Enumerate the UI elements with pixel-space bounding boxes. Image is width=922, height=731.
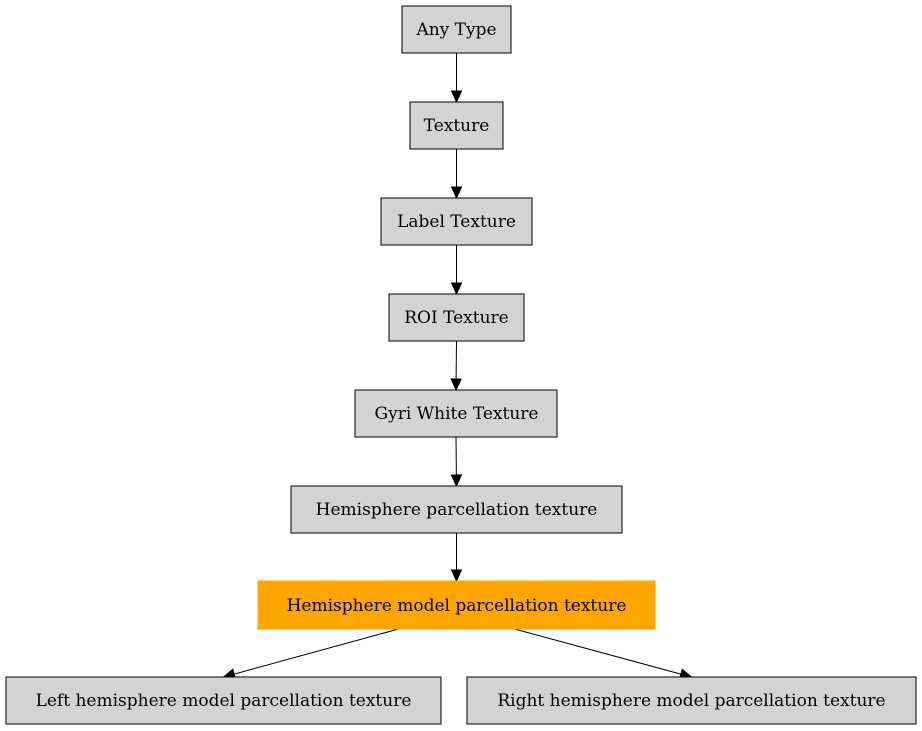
arrowhead-icon <box>450 90 463 104</box>
node-gyri-white-texture-label: Gyri White Texture <box>375 404 539 424</box>
node-hemisphere-model-parcellation-texture: Hemisphere model parcellation texture <box>257 580 656 630</box>
edge-line <box>514 628 682 675</box>
node-gyri-white-texture-box <box>354 389 558 438</box>
node-hemisphere-parcellation-texture-label: Hemisphere parcellation texture <box>316 500 598 520</box>
edge-hemisphere_parcellation_texture-to-hemisphere_model_parcellation_texture <box>450 533 463 583</box>
node-texture-box <box>409 101 504 150</box>
node-texture-label: Texture <box>424 116 490 136</box>
edge-any_type-to-texture <box>450 53 463 104</box>
node-right-hemisphere-model-parcellation-texture-box <box>466 676 917 725</box>
node-left-hemisphere-model-parcellation-texture-box <box>5 676 442 725</box>
node-any-type-label: Any Type <box>415 20 496 40</box>
edge-gyri_white_texture-to-hemisphere_parcellation_texture <box>450 436 463 488</box>
node-gyri-white-texture: Gyri White Texture <box>354 389 558 438</box>
node-hemisphere-model-parcellation-texture-box <box>257 580 656 630</box>
node-left-hemisphere-model-parcellation-texture-label: Left hemisphere model parcellation textu… <box>36 691 412 711</box>
edge-label_texture-to-roi_texture <box>450 245 463 296</box>
node-hemisphere-parcellation-texture: Hemisphere parcellation texture <box>290 485 623 534</box>
node-hemisphere-parcellation-texture-box <box>290 485 623 534</box>
node-right-hemisphere-model-parcellation-texture-label: Right hemisphere model parcellation text… <box>497 691 885 711</box>
edge-roi_texture-to-gyri_white_texture <box>450 340 462 392</box>
node-label-texture-box <box>380 197 533 246</box>
edge-texture-to-label_texture <box>450 149 463 200</box>
node-label-texture: Label Texture <box>380 197 533 246</box>
edges-layer <box>222 53 693 680</box>
node-roi-texture: ROI Texture <box>388 293 525 342</box>
node-right-hemisphere-model-parcellation-texture: Right hemisphere model parcellation text… <box>466 676 917 725</box>
arrowhead-icon <box>450 186 463 200</box>
node-texture: Texture <box>409 101 504 150</box>
arrowhead-icon <box>450 378 462 392</box>
edge-hemisphere_model_parcellation_texture-to-left_hemisphere_model_parcellation_texture <box>222 628 399 680</box>
node-roi-texture-box <box>388 293 525 342</box>
node-any-type: Any Type <box>401 5 512 54</box>
node-left-hemisphere-model-parcellation-texture: Left hemisphere model parcellation textu… <box>5 676 442 725</box>
node-roi-texture-label: ROI Texture <box>404 308 509 328</box>
arrowhead-icon <box>450 474 463 488</box>
node-label-texture-label: Label Texture <box>397 212 516 232</box>
edge-hemisphere_model_parcellation_texture-to-right_hemisphere_model_parcellation_texture <box>514 628 693 680</box>
edge-line <box>233 628 399 675</box>
arrowhead-icon <box>450 569 463 583</box>
node-hemisphere-model-parcellation-texture-label: Hemisphere model parcellation texture <box>287 596 627 616</box>
arrowhead-icon <box>450 282 463 296</box>
node-any-type-box <box>401 5 512 54</box>
